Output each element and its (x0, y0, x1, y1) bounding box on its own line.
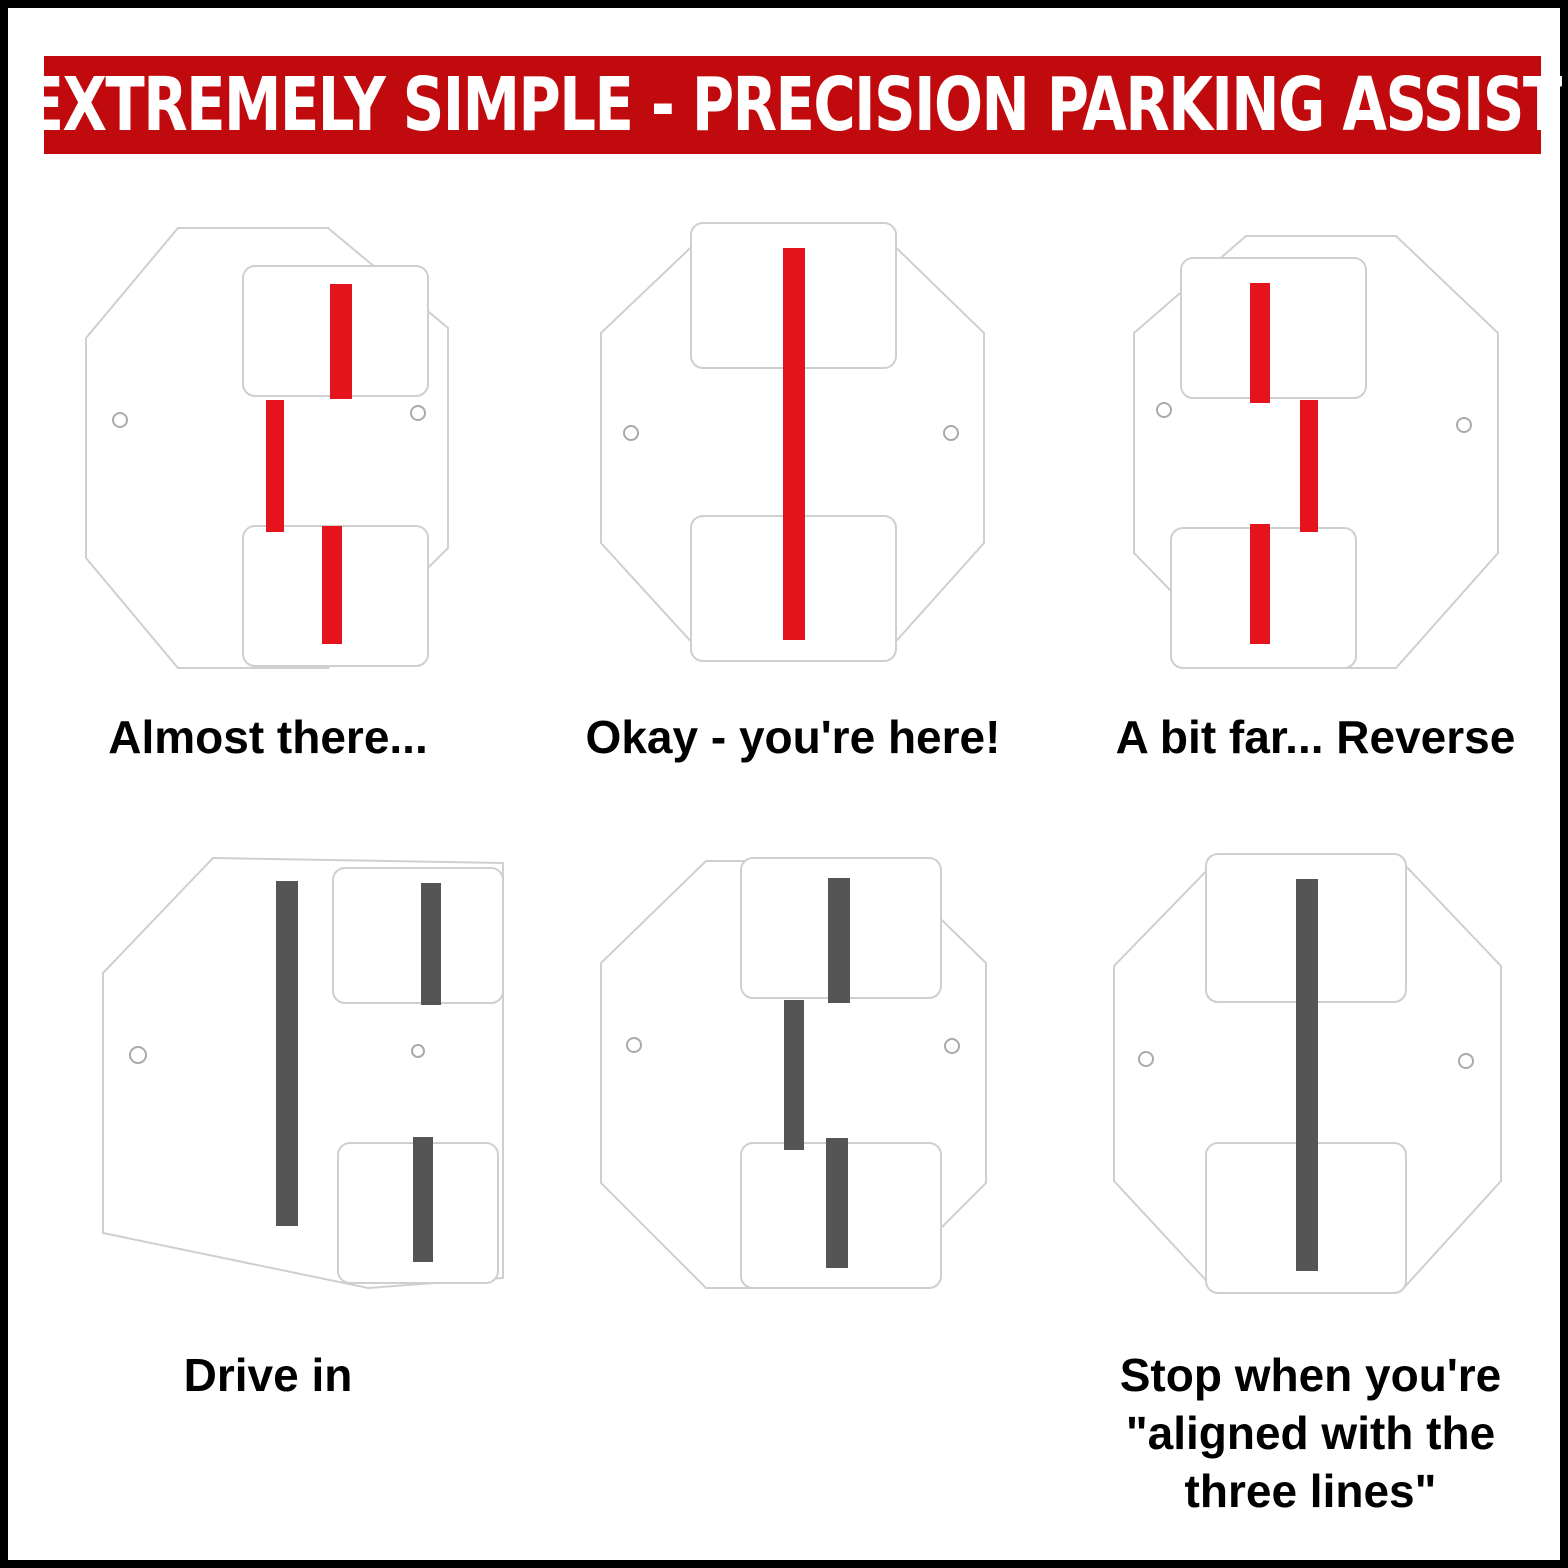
caption-youre-here: Okay - you're here! (585, 711, 1001, 763)
caption-stop-aligned: Stop when you're "aligned with the three… (1083, 1346, 1538, 1520)
panel-youre-here-image (596, 218, 991, 668)
panel-bit-far-image (1126, 228, 1506, 678)
caption-line: "aligned with the (1125, 1407, 1496, 1459)
banner-title: EXTREMELY SIMPLE - PRECISION PARKING ASS… (24, 62, 1562, 148)
caption-line: three lines" (1184, 1465, 1437, 1517)
panel-almost-there-image (78, 218, 458, 678)
panel-drive-in-image (98, 853, 513, 1293)
panel-middle-image (596, 853, 991, 1293)
title-banner: EXTREMELY SIMPLE - PRECISION PARKING ASS… (24, 56, 1562, 154)
caption-line: Stop when you're (1119, 1349, 1502, 1401)
caption-almost-there: Almost there... (108, 711, 428, 763)
panel-aligned-image (1111, 851, 1506, 1296)
caption-drive-in: Drive in (183, 1349, 353, 1401)
caption-bit-far-reverse: A bit far... Reverse (1115, 711, 1516, 763)
